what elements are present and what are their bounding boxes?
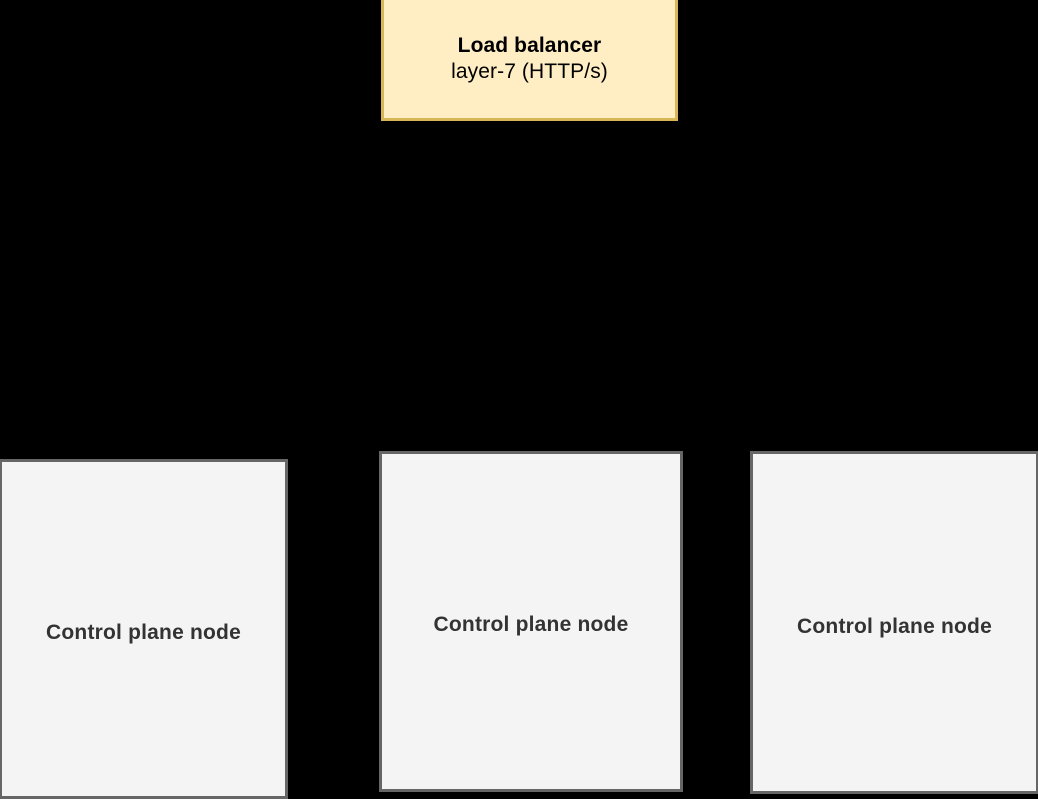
control-plane-node-2[interactable]: Control plane node <box>379 451 683 792</box>
control-plane-node-2-label: Control plane node <box>433 613 629 636</box>
control-plane-node-1[interactable]: Control plane node <box>0 459 288 799</box>
control-plane-node-3[interactable]: Control plane node <box>750 451 1038 794</box>
control-plane-node-3-label: Control plane node <box>797 615 992 638</box>
control-plane-node-1-label: Control plane node <box>46 621 241 644</box>
load-balancer-node[interactable]: Load balancer layer-7 (HTTP/s) <box>381 0 678 121</box>
load-balancer-title: Load balancer <box>457 33 602 57</box>
load-balancer-subtitle: layer-7 (HTTP/s) <box>451 59 608 83</box>
